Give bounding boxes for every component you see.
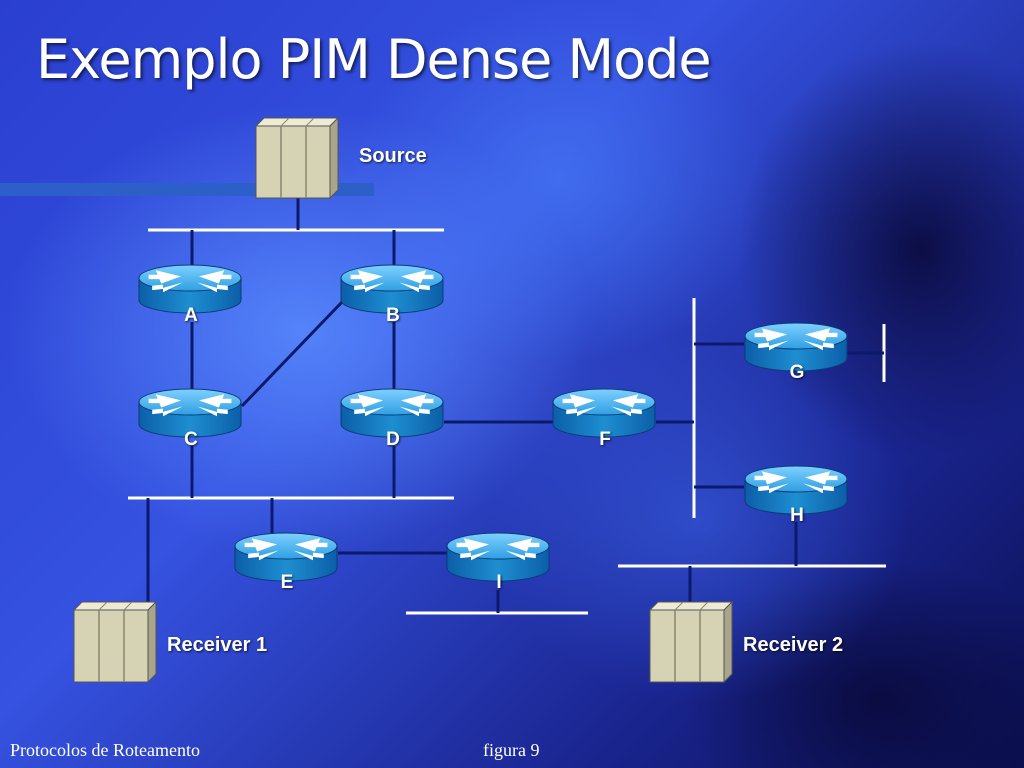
router-a-label: A xyxy=(184,305,198,326)
footer-right: figura 9 xyxy=(483,740,540,760)
slide-title: Exemplo PIM Dense Mode xyxy=(36,28,712,91)
router-b-label: B xyxy=(386,305,400,326)
link-b-c xyxy=(240,300,344,408)
router-h-label: H xyxy=(790,505,804,526)
footer-left: Protocolos de Roteamento xyxy=(10,740,200,760)
network-links xyxy=(146,190,884,613)
source-host-icon xyxy=(255,117,339,199)
router-c-label: C xyxy=(184,429,198,450)
router-i-label: I xyxy=(496,572,502,593)
router-d-label: D xyxy=(386,429,400,450)
receiver1-host-icon xyxy=(73,601,157,683)
source-label: Source xyxy=(359,145,427,167)
router-f-label: F xyxy=(599,429,611,450)
router-e-label: E xyxy=(280,572,294,593)
receiver2-label: Receiver 2 xyxy=(743,634,844,656)
router-g-label: G xyxy=(789,362,805,383)
receiver1-label: Receiver 1 xyxy=(167,634,268,656)
receiver2-host-icon xyxy=(649,601,733,683)
